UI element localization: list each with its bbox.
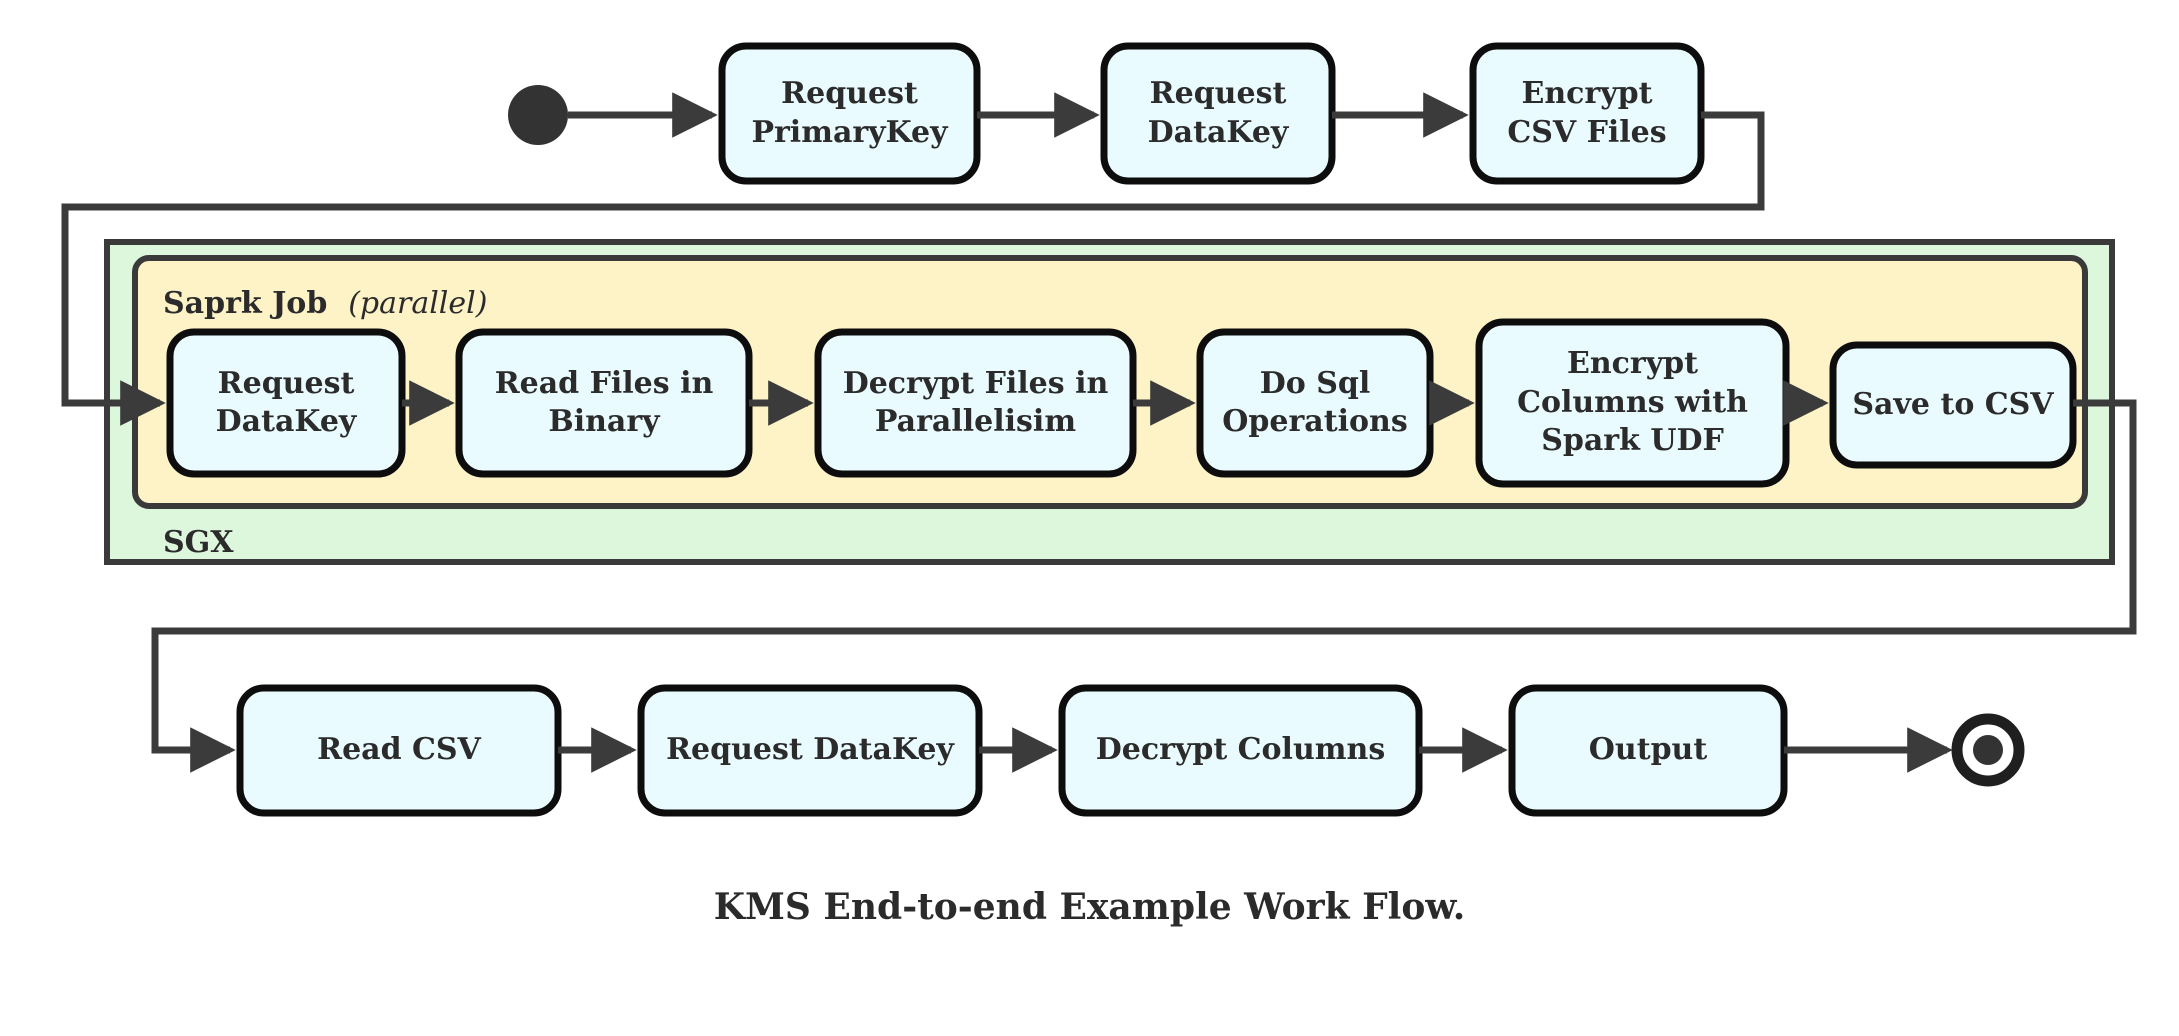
node-encrypt-columns-with-spark-udf[interactable]: [1475, 318, 1790, 488]
spark-job-title: Saprk Job: [163, 286, 328, 321]
node-request-datakey-bottom[interactable]: [637, 684, 983, 817]
start-node: [508, 85, 568, 145]
diagram-caption: KMS End-to-end Example Work Flow.: [713, 886, 1466, 928]
node-decrypt-columns[interactable]: [1058, 684, 1423, 817]
node-request-datakey-spark[interactable]: [166, 328, 406, 478]
edge-encrypt-csv-files-to-request-datakey-spark: [61, 111, 1765, 426]
node-save-to-csv[interactable]: [1829, 341, 2077, 469]
container-label-sgx: SGX: [163, 525, 234, 560]
node-decrypt-files-in-parallelisim[interactable]: [814, 328, 1137, 478]
spark-job-qualifier: (parallel): [348, 286, 488, 321]
node-read-files-in-binary[interactable]: [455, 328, 753, 478]
node-request-primarykey[interactable]: [718, 42, 981, 185]
sgx-title: SGX: [163, 525, 234, 560]
edge-save-to-csv-to-read-csv: [151, 399, 2137, 773]
node-encrypt-csv-files[interactable]: [1469, 42, 1705, 185]
end-node-core: [1973, 735, 2003, 765]
node-do-sql-operations[interactable]: [1196, 328, 1434, 478]
container-label-spark-job: Saprk Job (parallel): [163, 286, 487, 321]
node-read-csv[interactable]: [236, 684, 562, 817]
node-output[interactable]: [1508, 684, 1788, 817]
node-request-datakey-top[interactable]: [1100, 42, 1336, 185]
